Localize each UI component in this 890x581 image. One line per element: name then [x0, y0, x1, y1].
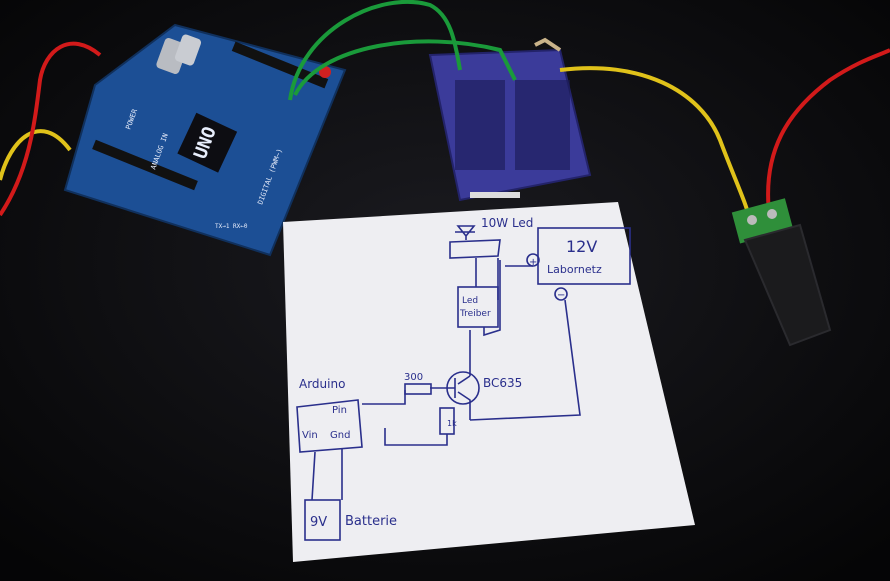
led-label: 10W Led — [481, 216, 533, 230]
transistor-label: BC635 — [483, 376, 522, 390]
mini-breadboard — [428, 48, 592, 202]
battery-word-label: Batterie — [345, 514, 397, 529]
driver-label-1: Led — [462, 296, 478, 306]
minus-sign: − — [557, 290, 565, 301]
green-wire — [293, 39, 517, 96]
red-wire — [766, 48, 890, 221]
screw — [767, 209, 777, 219]
gnd-label: Gnd — [330, 430, 350, 441]
psu-voltage-label: 12V — [566, 237, 597, 256]
header-pins — [92, 139, 198, 191]
silk-pins: TX→1 RX←0 — [215, 223, 248, 230]
yellow-wire — [0, 129, 72, 181]
green-wire — [288, 0, 462, 101]
pin-label: Pin — [332, 405, 347, 416]
driver-label-2: Treiber — [459, 309, 491, 319]
microcontroller-chip — [177, 112, 238, 173]
psu-name-label: Labornetz — [547, 263, 602, 276]
vin-label: Vin — [302, 430, 318, 441]
resistor-label: 300 — [404, 372, 423, 383]
arduino-label: Arduino — [299, 377, 345, 391]
dc-barrel-jack-adapter — [731, 198, 832, 347]
header-pins — [231, 41, 329, 89]
screw — [747, 215, 757, 225]
red-wire — [0, 41, 102, 217]
capacitor — [174, 34, 202, 66]
battery-voltage-label: 9V — [310, 515, 327, 530]
resistor — [534, 37, 562, 52]
resistor2-label: 1k — [447, 419, 457, 428]
yellow-wire — [559, 66, 752, 221]
plus-sign: + — [529, 257, 537, 268]
arduino-uno-board: UNO POWER ANALOG IN DIGITAL (PWM~) TX→1 … — [63, 23, 347, 257]
breadboard-label — [470, 192, 520, 198]
schematic-paper-note: 10W Led 12V Labornetz + − Led Treiber BC… — [283, 202, 695, 562]
